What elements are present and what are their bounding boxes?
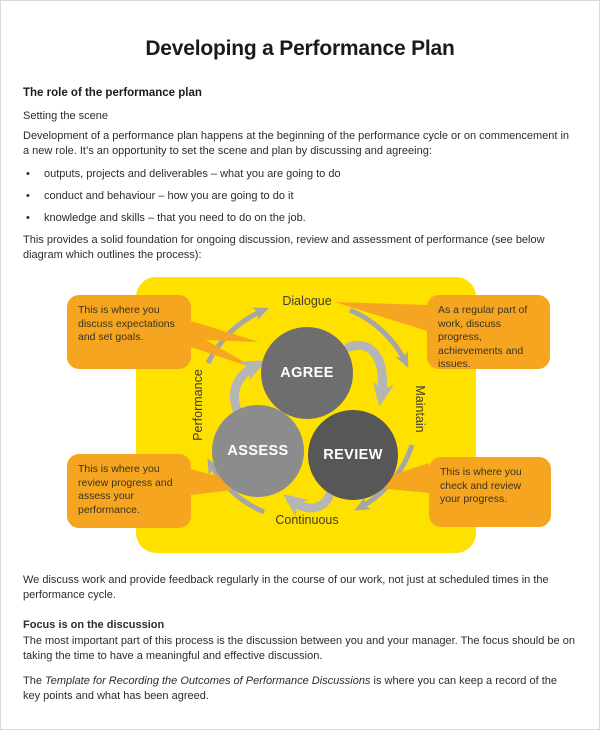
list-item-text: conduct and behaviour – how you are goin… [44, 190, 294, 202]
template-suffix: is where you can keep a record of the ke… [23, 675, 557, 702]
callout-top-right: As a regular part of work, discuss progr… [427, 295, 550, 370]
review-label: REVIEW [323, 447, 383, 463]
review-circle [308, 410, 398, 500]
feedback-paragraph: We discuss work and provide feedback reg… [23, 574, 549, 601]
ring-label-continuous: Continuous [275, 513, 339, 527]
page-title: Developing a Performance Plan [145, 37, 455, 60]
template-title-italic: Template for Recording the Outcomes of P… [45, 675, 371, 687]
diagram-graphics [136, 277, 476, 553]
focus-heading: Focus is on the discussion [23, 619, 165, 631]
arrow-agree-to-review [344, 340, 394, 407]
list-item-text: knowledge and skills – that you need to … [44, 212, 306, 224]
agree-label: AGREE [280, 365, 334, 381]
ring-label-maintain: Maintain [413, 385, 427, 433]
document-content-lower: We discuss work and provide feedback reg… [1, 573, 599, 704]
assess-circle [212, 405, 304, 497]
template-paragraph: The Template for Recording the Outcomes … [23, 674, 577, 704]
arc-bottom-to-left [207, 458, 265, 515]
intro-paragraph: Development of a performance plan happen… [23, 130, 570, 157]
bullet-icon: • [26, 168, 30, 180]
document-content: Developing a Performance Plan The role o… [1, 37, 599, 263]
arc-top-to-right [349, 307, 409, 368]
callout-bottom-right: This is where you check and review your … [429, 457, 551, 527]
subsection-heading-setting-the-scene: Setting the scene [23, 110, 109, 122]
bullet-list: • outputs, projects and deliverables – w… [23, 167, 577, 226]
callout-top-left: This is where you discuss expectations a… [67, 295, 191, 369]
list-item: • outputs, projects and deliverables – w… [23, 167, 577, 182]
focus-paragraph: The most important part of this process … [23, 635, 575, 662]
pointer-top-left [191, 321, 259, 369]
list-item-text: outputs, projects and deliverables – wha… [44, 168, 341, 180]
callout-bottom-left: This is where you review progress and as… [67, 454, 191, 528]
arc-left-to-top [205, 307, 269, 365]
bullet-icon: • [26, 212, 30, 224]
list-item: • conduct and behaviour – how you are go… [23, 189, 577, 204]
bullet-icon: • [26, 190, 30, 202]
assess-label: ASSESS [227, 443, 289, 459]
agree-circle [261, 327, 353, 419]
ring-label-dialogue: Dialogue [282, 294, 332, 308]
arrow-review-to-assess [283, 486, 336, 518]
list-item: • knowledge and skills – that you need t… [23, 211, 577, 226]
section-heading: The role of the performance plan [23, 87, 202, 99]
performance-cycle-diagram: AGREE ASSESS REVIEW Dialogue Maintain Co… [1, 269, 599, 559]
template-prefix: The [23, 675, 46, 687]
pointer-top-right [335, 302, 427, 331]
ring-label-performance: Performance [191, 369, 205, 441]
foundation-paragraph: This provides a solid foundation for ong… [23, 234, 545, 261]
